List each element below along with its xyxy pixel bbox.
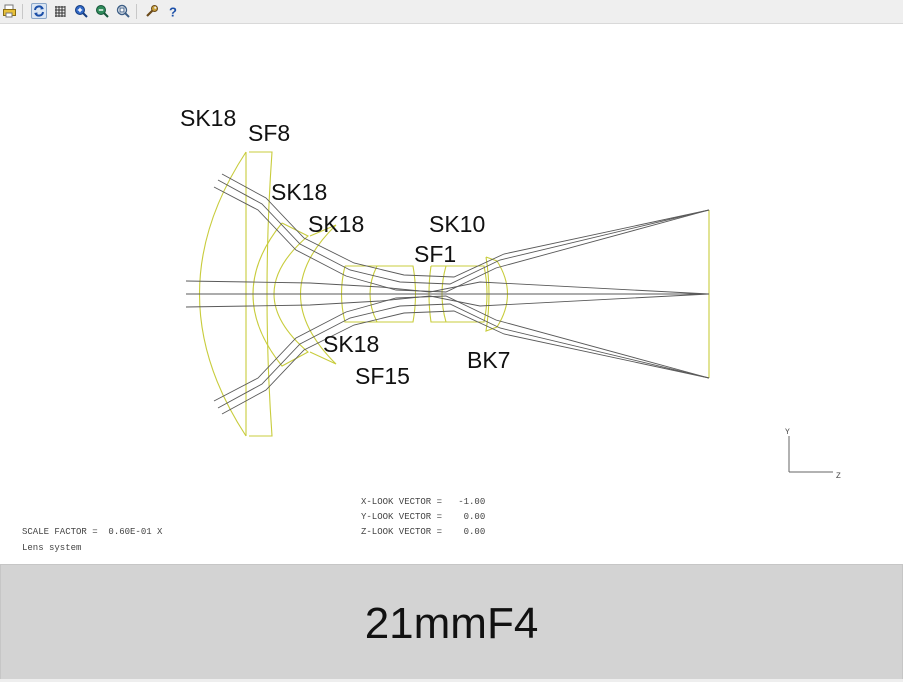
glass-label: SK18	[323, 331, 379, 357]
axis-triad: Y Z	[785, 428, 841, 481]
glass-label: SK18	[180, 105, 236, 131]
axis-y-label: Y	[785, 428, 790, 437]
help-icon[interactable]: ?	[165, 3, 181, 19]
grid-icon[interactable]	[52, 3, 68, 19]
glass-label: SF1	[414, 241, 456, 267]
settings-wrench-icon[interactable]	[144, 3, 160, 19]
zoom-fit-icon[interactable]	[115, 3, 131, 19]
bottom-border	[0, 679, 903, 682]
x-look-vector: X-LOOK VECTOR = -1.00	[361, 497, 485, 507]
axis-z-label: Z	[836, 472, 841, 481]
toolbar-separator	[136, 4, 137, 19]
glass-label: BK7	[467, 347, 510, 373]
glass-label: SF8	[248, 120, 290, 146]
scale-factor: SCALE FACTOR = 0.60E-01 X	[22, 527, 163, 537]
toolbar-separator	[22, 4, 23, 19]
svg-text:?: ?	[169, 5, 177, 19]
zoom-in-icon[interactable]	[73, 3, 89, 19]
system-name: Lens system	[22, 543, 81, 553]
layout-plot-area: SK18 SF8 SK18 SK18 SK10 SF1 SK18 BK7 SF1…	[0, 23, 903, 564]
z-look-vector: Z-LOOK VECTOR = 0.00	[361, 527, 485, 537]
glass-label: SK10	[429, 211, 485, 237]
y-look-vector: Y-LOOK VECTOR = 0.00	[361, 512, 485, 522]
lens-layout-diagram: SK18 SF8 SK18 SK18 SK10 SF1 SK18 BK7 SF1…	[22, 105, 841, 553]
glass-label: SK18	[308, 211, 364, 237]
ray-bundles	[185, 173, 710, 415]
refresh-icon[interactable]	[31, 3, 47, 19]
lens-caption: 21mmF4	[364, 599, 539, 648]
caption-bar: 21mmF4	[0, 564, 903, 680]
glass-label: SK18	[271, 179, 327, 205]
glass-label: SF15	[355, 363, 410, 389]
zoom-out-icon[interactable]	[94, 3, 110, 19]
toolbar: ?	[0, 0, 903, 24]
print-icon[interactable]	[2, 3, 18, 19]
